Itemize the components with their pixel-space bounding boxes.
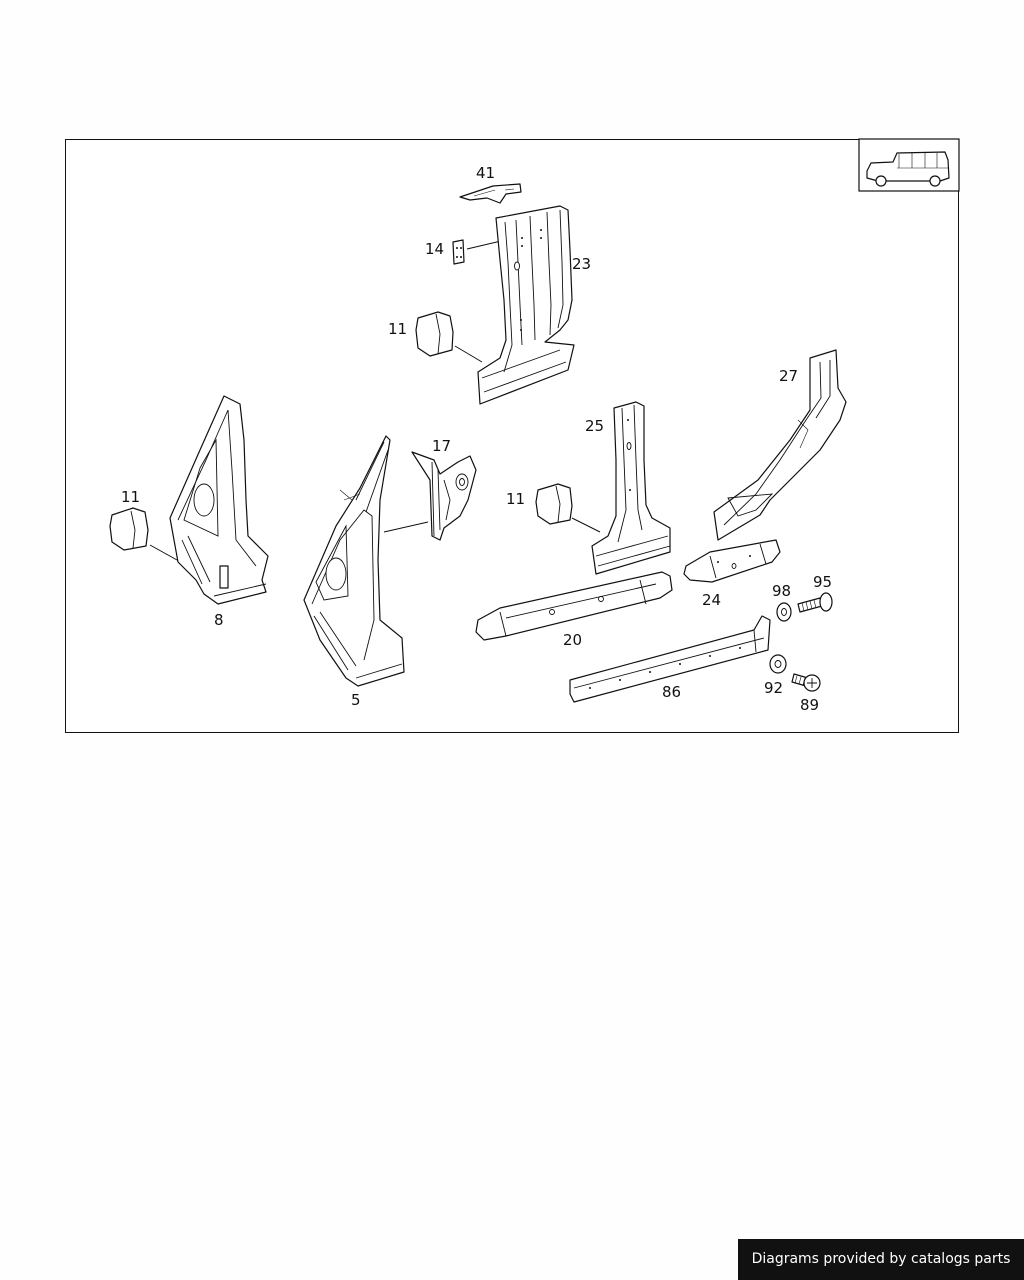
callout-11-mid: 11	[506, 490, 525, 508]
credit-banner: Diagrams provided by catalogs parts	[738, 1239, 1024, 1280]
part-11-cap-mid	[535, 483, 573, 525]
part-8-front-pillar	[169, 395, 269, 605]
part-23-pillar	[477, 205, 575, 405]
callout-23: 23	[572, 255, 591, 273]
part-20-rocker-sill	[475, 571, 673, 641]
suv-vehicle-icon	[866, 151, 950, 187]
callout-24: 24	[702, 591, 721, 609]
part-86-outer-sill	[569, 615, 771, 703]
part-41-plate	[459, 183, 522, 204]
part-95-bolt	[797, 592, 833, 613]
callout-86: 86	[662, 683, 681, 701]
callout-25: 25	[585, 417, 604, 435]
callout-41: 41	[476, 164, 495, 182]
part-14-bracket	[452, 239, 465, 265]
part-11-cap-upper	[415, 311, 454, 357]
callout-92: 92	[764, 679, 783, 697]
vehicle-thumbnail	[858, 138, 960, 192]
callout-89: 89	[800, 696, 819, 714]
part-27-rear-pillar	[713, 349, 847, 541]
part-98-washer	[776, 602, 792, 622]
callout-14: 14	[425, 240, 444, 258]
callout-11-left: 11	[121, 488, 140, 506]
part-24-sill-reinforcement	[683, 539, 781, 583]
callout-8: 8	[214, 611, 224, 629]
callout-95: 95	[813, 573, 832, 591]
callout-11-upper: 11	[388, 320, 407, 338]
callout-27: 27	[779, 367, 798, 385]
part-5-front-pillar	[303, 435, 405, 687]
part-17-bracket	[411, 451, 477, 541]
part-25-pillar	[591, 401, 671, 575]
part-11-cap-left	[109, 507, 149, 551]
callout-20: 20	[563, 631, 582, 649]
part-92-washer	[769, 654, 787, 674]
callout-5: 5	[351, 691, 361, 709]
part-89-screw	[791, 673, 821, 692]
callout-17: 17	[432, 437, 451, 455]
callout-98: 98	[772, 582, 791, 600]
